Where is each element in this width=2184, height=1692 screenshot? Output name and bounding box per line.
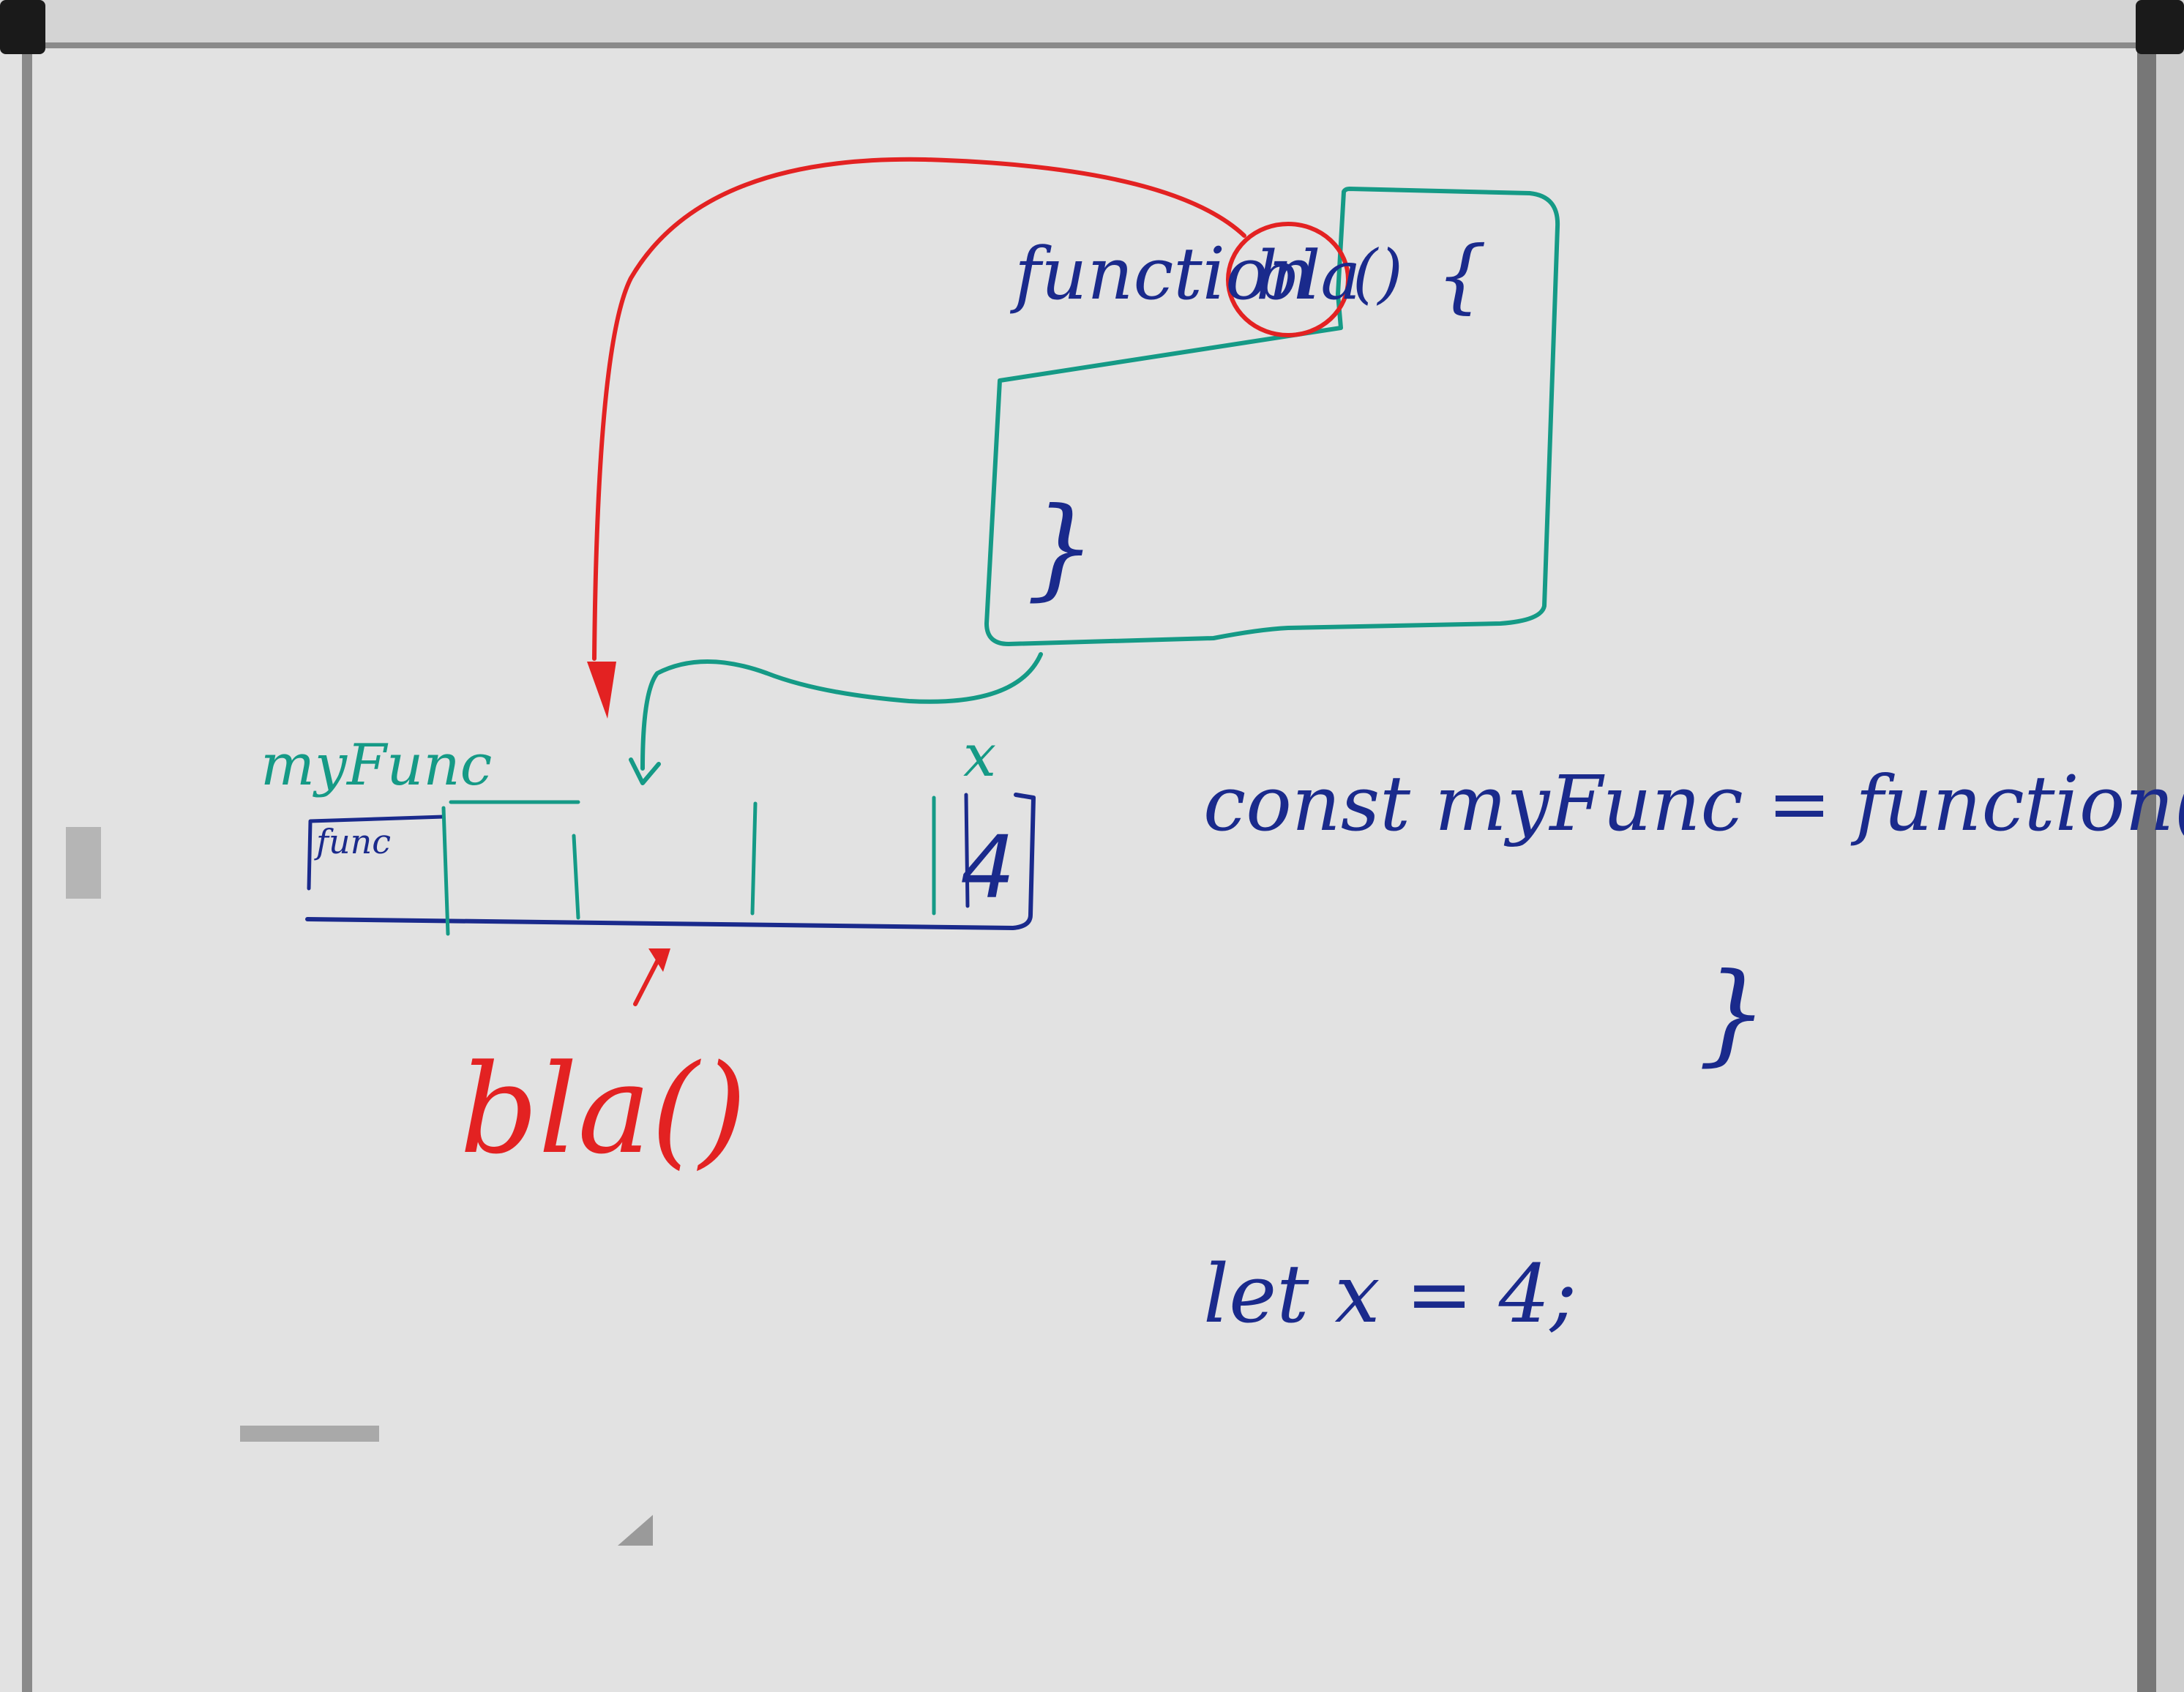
smudge-mark	[240, 1426, 379, 1442]
frame-corner-left	[0, 0, 45, 54]
name-highlight-circle	[1226, 222, 1350, 337]
function-parens: ()	[1353, 236, 1403, 311]
reference-arrow-teal	[629, 652, 1043, 785]
smudge-corner	[618, 1515, 653, 1546]
memory-cell-x-value: 4	[960, 817, 1015, 918]
function-close-brace: }	[1026, 484, 1096, 612]
label-x: x	[963, 722, 996, 790]
reference-arrow-red	[587, 157, 1246, 719]
function-open-brace: {	[1436, 228, 1487, 322]
function-name: bla	[1256, 236, 1361, 315]
const-close-brace: }	[1698, 950, 1768, 1077]
call-expression: bla()	[460, 1038, 747, 1181]
memory-cell-dividers	[441, 796, 936, 936]
function-keyword: function	[1009, 233, 1314, 316]
const-declaration: const myFunc = function(){	[1203, 759, 2184, 848]
frame-corner-right	[2136, 0, 2184, 54]
call-pointer-arrow	[633, 948, 670, 1006]
let-declaration: let x = 4;	[1203, 1247, 1577, 1341]
magnet-mark	[66, 827, 101, 899]
memory-cell-func: func	[314, 822, 391, 861]
label-myfunc: myFunc	[261, 733, 492, 798]
memory-strip	[305, 793, 1036, 930]
function-body-outline	[984, 187, 1560, 646]
